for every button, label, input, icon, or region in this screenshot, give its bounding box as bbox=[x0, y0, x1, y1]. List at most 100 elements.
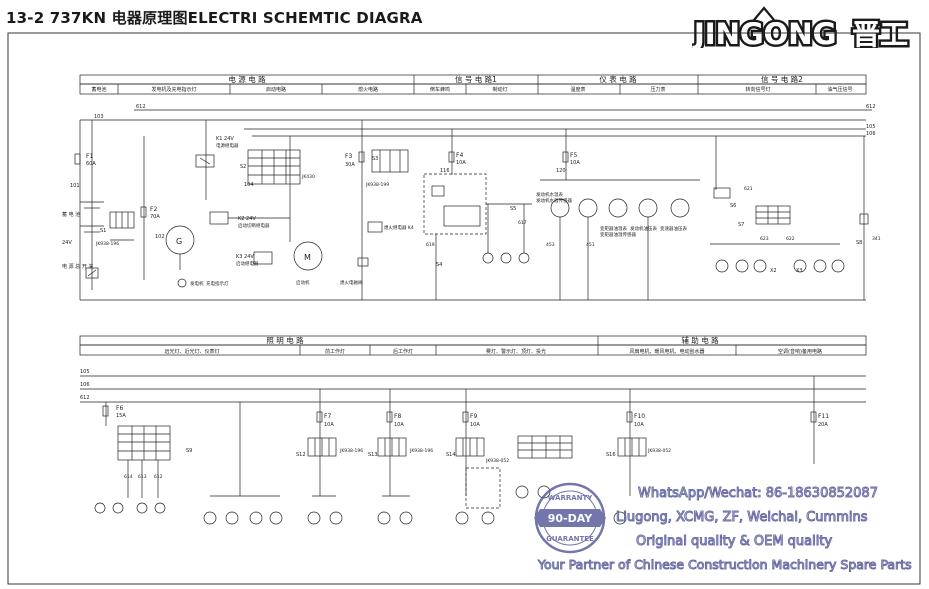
battery-section: 蓄 电 池 24V 电 源 总 开 关 bbox=[62, 120, 104, 290]
sub-start: 启动电路 bbox=[266, 86, 286, 93]
s14-label: S14 bbox=[446, 452, 456, 458]
wire-120-label: 120 bbox=[556, 168, 566, 174]
wire-116-label: 116 bbox=[440, 168, 450, 174]
fuse-f2-rating: 70A bbox=[150, 214, 160, 220]
gauge-converter-oil-sensor: 变矩器油温传感器 bbox=[600, 231, 636, 238]
fuse-f1-name: F1 bbox=[86, 153, 93, 160]
k2-label: K2 24V bbox=[238, 216, 256, 222]
group-lighting-circuit: 照 明 电 路 bbox=[266, 335, 304, 345]
node-613: 613 bbox=[138, 474, 147, 480]
s13-label: S13 bbox=[368, 452, 378, 458]
k3-name: 启动继电器 bbox=[236, 260, 259, 267]
sub-headlights: 远光灯、近光灯、仪表灯 bbox=[164, 348, 219, 355]
s14-code: JK938-052 bbox=[485, 458, 509, 464]
wire-612-right: 612 bbox=[866, 104, 876, 110]
wire-105-lower: 105 bbox=[80, 369, 90, 375]
sub-temp-gauge: 温度表 bbox=[570, 86, 585, 93]
k4-label: 熄火继电器 K4 bbox=[384, 224, 414, 231]
s13-code: JK938-196 bbox=[409, 448, 433, 454]
stop-circuit: F3 30A S3 JK938-199 熄火继电器 K4 熄火电磁阀 bbox=[340, 120, 414, 300]
fog-warning-circuit: F9 10A S14 JK938-052 bbox=[446, 389, 573, 525]
wire-612-lower: 612 bbox=[80, 395, 90, 401]
wire-102-label: 102 bbox=[155, 234, 165, 240]
sub-ac-spare: 空调(音响)备用电路 bbox=[778, 348, 822, 355]
signal-circuit-2: 621 S6 S7 623 622 X2 X3 S8 341 bbox=[710, 136, 881, 300]
x2-label: X2 bbox=[770, 268, 777, 274]
charge-lamp-label: 充电指示灯 bbox=[206, 280, 229, 287]
s2-label: S2 bbox=[240, 164, 246, 170]
wire-106-right: 106 bbox=[866, 131, 876, 137]
s8-label: S8 bbox=[856, 240, 862, 246]
node-453: 453 bbox=[546, 242, 555, 248]
fuse-f5-name: F5 bbox=[570, 152, 577, 159]
instrument-circuit: F5 10A 453 451 发动机水温表 发动机水温传感器 变矩器油温表 变矩… bbox=[536, 129, 700, 300]
gauge-engine-oil-pressure: 发动机油压表 bbox=[630, 225, 657, 232]
group-instrument-circuit: 仪 表 电 路 bbox=[599, 74, 637, 84]
s6-label: S6 bbox=[730, 203, 736, 209]
fuse-f5-rating: 10A bbox=[570, 160, 580, 166]
stop-solenoid-label: 熄火电磁阀 bbox=[340, 279, 363, 286]
fuse-f1: F1 60A bbox=[74, 153, 96, 167]
s12-label: S12 bbox=[296, 452, 306, 458]
sub-rear-work-lamp: 后工作灯 bbox=[393, 348, 413, 355]
battery-voltage: 24V bbox=[62, 240, 72, 246]
logo-text-fill: JINGONG bbox=[692, 17, 836, 48]
x3-label: X3 bbox=[796, 268, 803, 274]
fuse-f7-rating: 10A bbox=[324, 422, 334, 428]
node-341: 341 bbox=[872, 236, 881, 242]
k1-name: 电源继电器 bbox=[216, 142, 239, 149]
gauge-engine-water-temp: 发动机水温表 bbox=[536, 191, 563, 198]
sub-fog-warning-lamp: 雾灯、警示灯、顶灯、投光 bbox=[486, 348, 546, 355]
jingong-logo: JINGONG JINGONG 晋工 晋工 bbox=[692, 6, 911, 48]
sub-battery: 蓄电池 bbox=[91, 86, 106, 93]
fuse-f6-rating: 15A bbox=[116, 413, 126, 419]
s5-label: S5 bbox=[510, 206, 516, 212]
s4-label: S4 bbox=[436, 262, 442, 268]
sub-front-work-lamp: 前工作灯 bbox=[325, 348, 345, 355]
switch-s1: S1 JK938-196 bbox=[95, 211, 135, 247]
wire-103-label: 103 bbox=[94, 114, 104, 120]
sub-generator: 发电机及充电指示灯 bbox=[151, 86, 196, 93]
fuse-f7-name: F7 bbox=[324, 413, 331, 420]
s16-code: JK938-052 bbox=[647, 448, 671, 454]
node-621: 621 bbox=[744, 186, 753, 192]
node-451: 451 bbox=[586, 242, 595, 248]
starter-motor-label: 启动机 bbox=[296, 279, 310, 286]
generator-symbol: G bbox=[176, 237, 182, 246]
node-619: 619 bbox=[426, 242, 435, 248]
motor-symbol: M bbox=[304, 253, 311, 262]
k1-label: K1 24V bbox=[216, 136, 234, 142]
fuse-f11-rating: 20A bbox=[818, 422, 828, 428]
sub-oil-air-signal: 油气压信号 bbox=[827, 86, 852, 93]
node-623: 623 bbox=[760, 236, 769, 242]
node-617: 617 bbox=[518, 220, 527, 226]
wire-106-lower: 106 bbox=[80, 382, 90, 388]
fuse-f3-name: F3 bbox=[345, 153, 352, 160]
s2-code: JK430 bbox=[301, 174, 315, 180]
node-614: 614 bbox=[124, 474, 133, 480]
fuse-f2-name: F2 bbox=[150, 206, 157, 213]
spare-circuit: F11 20A bbox=[810, 376, 829, 464]
k2-name: 启动切断继电器 bbox=[238, 222, 270, 229]
node-622: 622 bbox=[786, 236, 795, 242]
s9-label: S9 bbox=[186, 448, 192, 454]
fuse-f9-rating: 10A bbox=[470, 422, 480, 428]
generator: G 发电机 充电指示灯 bbox=[165, 225, 229, 288]
s1-label: S1 bbox=[100, 228, 106, 234]
s12-code: JK938-196 bbox=[339, 448, 363, 454]
upper-header: 电 源 电 路 信 号 电 路1 仪 表 电 路 信 号 电 路2 蓄电池 发电… bbox=[79, 74, 867, 95]
lower-header: 照 明 电 路 辅 助 电 路 远光灯、近光灯、仪表灯 前工作灯 后工作灯 雾灯… bbox=[79, 335, 867, 356]
fuse-f4-rating: 10A bbox=[456, 160, 466, 166]
fuse-f3-rating: 30A bbox=[345, 162, 355, 168]
fuse-f9-name: F9 bbox=[470, 413, 477, 420]
wire-612-upper: 612 bbox=[136, 104, 146, 110]
lower-bus-lines: 105 106 612 bbox=[80, 369, 866, 403]
fuse-f10-name: F10 bbox=[634, 413, 645, 420]
s16-label: S16 bbox=[606, 452, 616, 458]
s7-label: S7 bbox=[738, 222, 744, 228]
page-title: 13-2 737KN 电器原理图ELECTRI SCHEMTIC DIAGRA bbox=[6, 9, 423, 27]
auxiliary-circuit: F10 10A S16 JK938-052 bbox=[606, 389, 671, 525]
fuse-f2: F2 70A bbox=[140, 136, 160, 280]
front-work-lamp-circuit: F7 10A S12 JK938-196 bbox=[296, 389, 363, 525]
